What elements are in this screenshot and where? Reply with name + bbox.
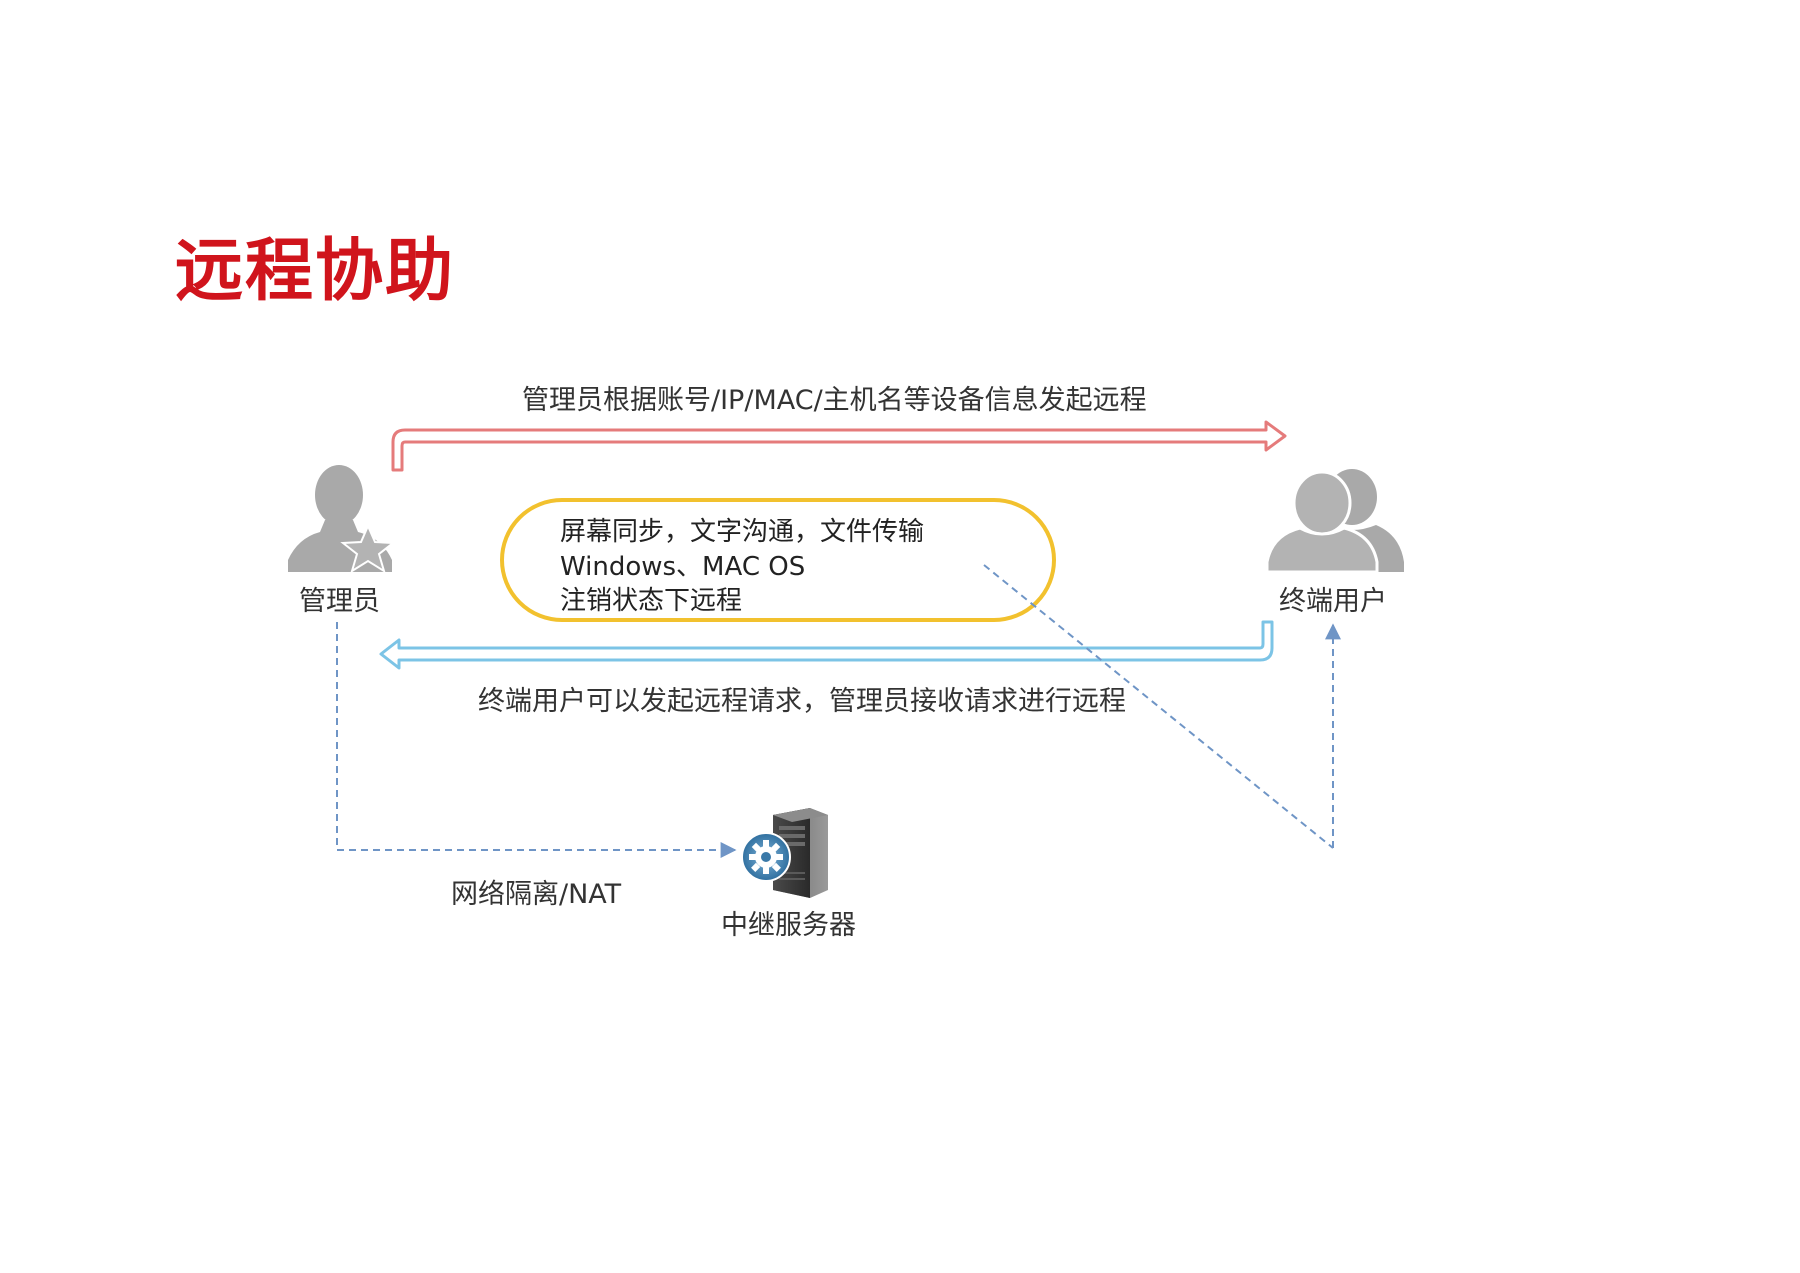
admin-person-star-icon [288, 465, 396, 574]
relay-server-gear-icon [741, 808, 828, 898]
box-to-enduser-diagonal [983, 564, 1334, 849]
page-title: 远程协助 [175, 232, 456, 311]
feature-box [500, 498, 1056, 622]
admin-label: 管理员 [299, 586, 380, 617]
feature-line-1: 屏幕同步，文字沟通，文件传输 [560, 517, 925, 547]
relay-server-label: 中继服务器 [721, 910, 856, 941]
network-label: 网络隔离/NAT [451, 879, 622, 910]
dashed-connections [336, 564, 1341, 858]
end-users-group-icon [1265, 469, 1404, 574]
feature-line-3: 注销状态下远程 [560, 586, 743, 616]
top-arrow [391, 420, 1287, 472]
bottom-arrow [379, 620, 1274, 670]
end-user-label: 终端用户 [1279, 586, 1387, 617]
admin-to-relay-line [336, 622, 737, 858]
top-arrow-label: 管理员根据账号/IP/MAC/主机名等设备信息发起远程 [522, 385, 1147, 416]
bottom-arrow-label: 终端用户可以发起远程请求，管理员接收请求进行远程 [478, 686, 1126, 717]
feature-line-2: Windows、MAC OS [560, 552, 806, 582]
